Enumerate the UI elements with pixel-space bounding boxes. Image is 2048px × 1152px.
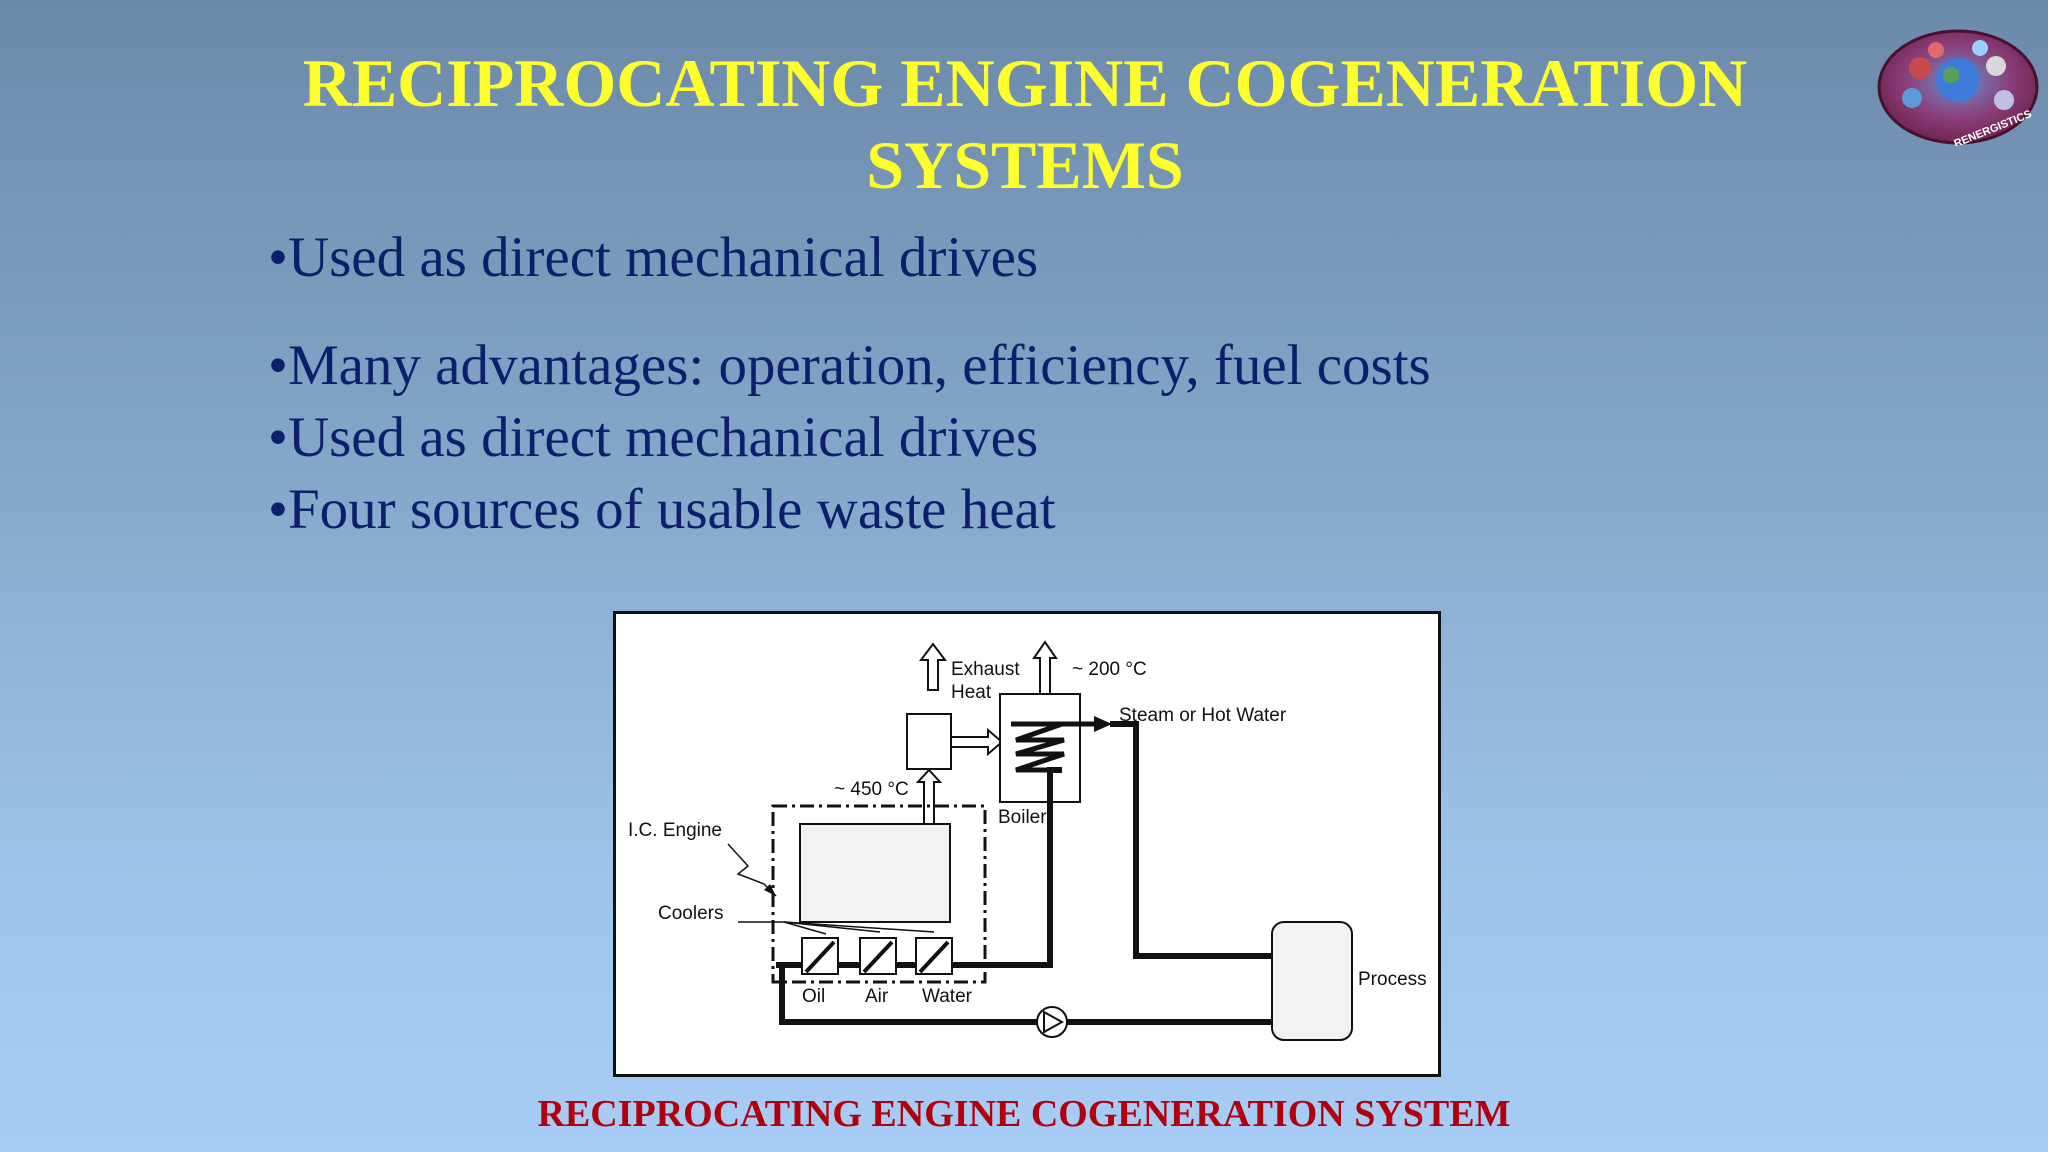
label-air: Air xyxy=(865,986,889,1007)
label-engine: I.C. Engine xyxy=(628,820,722,841)
slide-title: RECIPROCATING ENGINE COGENERATION SYSTEM… xyxy=(240,42,1810,206)
diagram-caption: RECIPROCATING ENGINE COGENERATION SYSTEM xyxy=(537,1093,1511,1135)
bullet-item: •Used as direct mechanical drives xyxy=(268,406,1039,469)
label-steam: Steam or Hot Water xyxy=(1119,705,1287,726)
steam-to-process-line xyxy=(1110,721,1274,959)
exhaust-up-arrow xyxy=(919,642,947,691)
engine-exhaust-arrow xyxy=(915,768,943,825)
company-logo: RENERGISTICS xyxy=(1876,28,2040,150)
label-boiler: Boiler xyxy=(998,807,1047,828)
label-exhaust-line-2: Heat xyxy=(951,682,992,703)
boiler-coil xyxy=(1011,721,1065,773)
water-cooler-coil xyxy=(918,940,950,974)
label-temp-engine: ~ 450 °C xyxy=(834,779,909,800)
slide-title-line-1: RECIPROCATING ENGINE COGENERATION xyxy=(302,45,1748,121)
pump-direction-icon xyxy=(1043,1010,1065,1034)
label-exhaust-line-1: Exhaust xyxy=(951,659,1020,680)
label-water: Water xyxy=(922,986,973,1007)
boiler-up-arrow xyxy=(1032,640,1058,695)
label-oil: Oil xyxy=(802,986,825,1007)
slide-title-line-2: SYSTEMS xyxy=(866,127,1184,203)
process-tank xyxy=(1271,921,1353,1041)
cogeneration-diagram: Exhaust Heat ~ 200 °C Steam or Hot Water… xyxy=(613,611,1441,1077)
boiler-return-line xyxy=(776,767,1062,968)
engine-leader-arrow xyxy=(764,884,776,896)
coolers-leader-line-3 xyxy=(783,921,935,933)
oil-cooler-coil xyxy=(804,940,836,974)
exhaust-to-boiler-arrow xyxy=(950,727,1004,757)
steam-arrowhead xyxy=(1094,716,1112,732)
process-return-line xyxy=(779,965,1272,1025)
bullet-item: •Four sources of usable waste heat xyxy=(268,478,1056,541)
label-coolers: Coolers xyxy=(658,903,723,924)
label-temp-boiler: ~ 200 °C xyxy=(1072,659,1147,680)
bullet-item: •Many advantages: operation, efficiency,… xyxy=(268,334,1431,397)
engine-block xyxy=(799,823,951,923)
label-process: Process xyxy=(1358,969,1427,990)
air-cooler-coil xyxy=(862,940,894,974)
exhaust-heat-box xyxy=(906,713,952,770)
bullet-item: •Used as direct mechanical drives xyxy=(268,226,1039,289)
